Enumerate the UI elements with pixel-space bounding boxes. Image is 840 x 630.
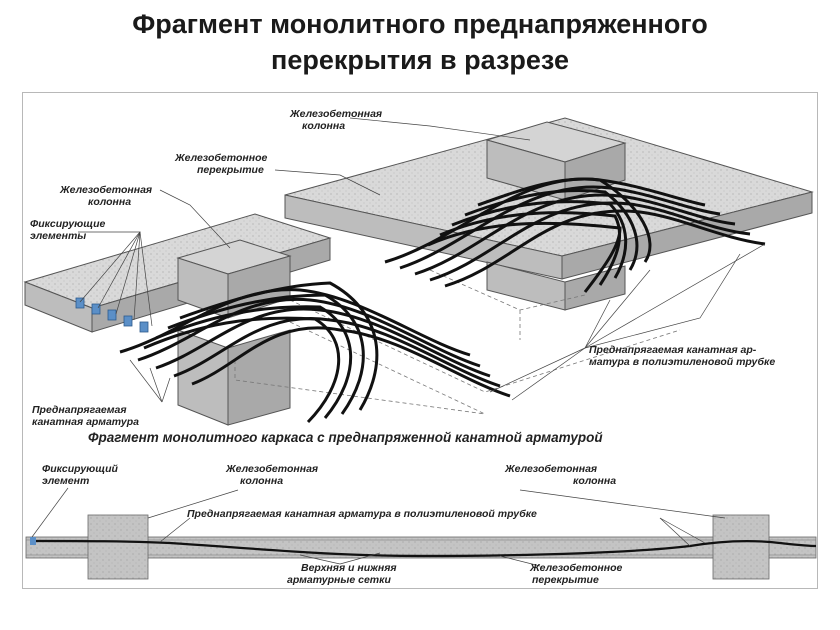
label-section-tendon: Преднапрягаемая канатная арматура в поли… xyxy=(187,508,537,520)
page-title: Фрагмент монолитного преднапряженного пе… xyxy=(0,6,840,78)
section-tendon xyxy=(29,539,817,558)
label-section-column-left: Железобетонная колонна xyxy=(226,463,319,487)
section-column-right xyxy=(712,514,770,580)
label-lower-column: Железобетонная колонна xyxy=(60,184,153,208)
label-section-mesh: Верхняя и нижняя арматурные сетки xyxy=(287,562,397,586)
label-upper-column: Железобетонная колонна xyxy=(290,108,383,132)
label-section-column-right: Железобетонная колонна xyxy=(505,463,617,487)
dashed-slab-outline xyxy=(234,269,681,415)
label-section-slab: Железобетонное перекрытие xyxy=(530,562,623,586)
top-leader-lines xyxy=(78,117,766,403)
fixing-elements xyxy=(75,297,149,333)
upper-tendons xyxy=(384,177,766,293)
label-tendon-left: Преднапрягаемая канатная арматура xyxy=(32,404,139,428)
section-column-left xyxy=(87,514,149,580)
label-fixing-elements: Фиксирующие элементы xyxy=(30,218,106,242)
top-diagram-caption: Фрагмент монолитного каркаса с преднапря… xyxy=(88,430,603,445)
lower-tendons xyxy=(119,281,511,424)
label-section-fixing: Фиксирующий элемент xyxy=(42,463,118,487)
diagram-frame xyxy=(22,92,818,589)
title-line-2: перекрытия в разрезе xyxy=(271,45,569,75)
section-leader-lines xyxy=(31,487,726,567)
label-tendon-right: Преднапрягаемая канатная ар- матура в по… xyxy=(589,344,776,368)
section-fixing-element xyxy=(30,537,36,545)
title-line-1: Фрагмент монолитного преднапряженного xyxy=(132,9,708,39)
label-slab: Железобетонное перекрытие xyxy=(175,152,268,176)
